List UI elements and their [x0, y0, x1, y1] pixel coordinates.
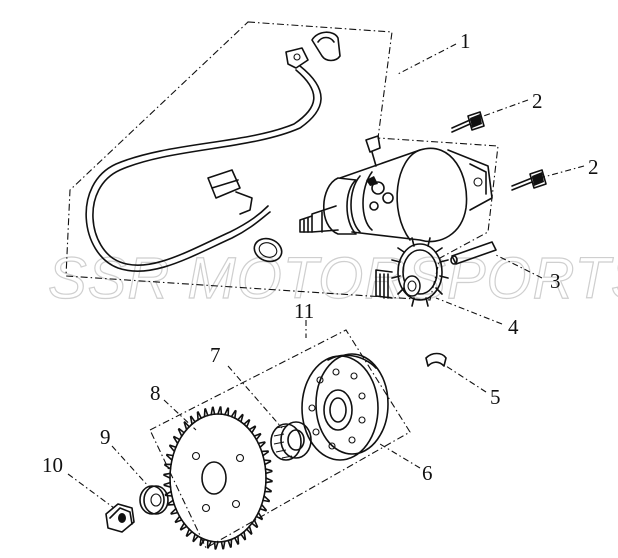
watermark-text: SSR MOTORSPORTS — [48, 246, 618, 311]
callout-3: 3 — [550, 269, 561, 293]
pin-3 — [450, 241, 497, 265]
callout-7: 7 — [210, 343, 221, 367]
callout-6: 6 — [422, 461, 433, 485]
reduction-gear-4 — [375, 237, 449, 307]
leader-lines — [67, 43, 585, 509]
starter-cable — [85, 31, 341, 272]
starter-clutch-6 — [301, 353, 389, 461]
callout-2a: 2 — [532, 89, 543, 113]
nut-10 — [105, 503, 135, 533]
assembly-boundary-1 — [65, 21, 499, 301]
assembly-boundary-11 — [149, 329, 411, 549]
bolt-2b — [511, 169, 547, 191]
callout-labels: 1 2 2 3 4 5 6 7 8 9 10 11 — [42, 29, 599, 485]
callout-5: 5 — [490, 385, 501, 409]
bolt-2a — [451, 111, 485, 133]
o-ring — [253, 237, 283, 263]
callout-11: 11 — [294, 299, 314, 323]
callout-2b: 2 — [588, 155, 599, 179]
callout-1: 1 — [460, 29, 471, 53]
callout-10: 10 — [42, 453, 63, 477]
gear-8-teeth — [163, 406, 273, 550]
starter-motor — [299, 135, 493, 243]
driven-gear-8 — [163, 406, 273, 550]
callout-4: 4 — [508, 315, 519, 339]
clip-5 — [425, 352, 447, 367]
callout-8: 8 — [150, 381, 161, 405]
washer-9 — [139, 485, 169, 515]
callout-9: 9 — [100, 425, 111, 449]
needle-bearing-7 — [270, 421, 312, 461]
